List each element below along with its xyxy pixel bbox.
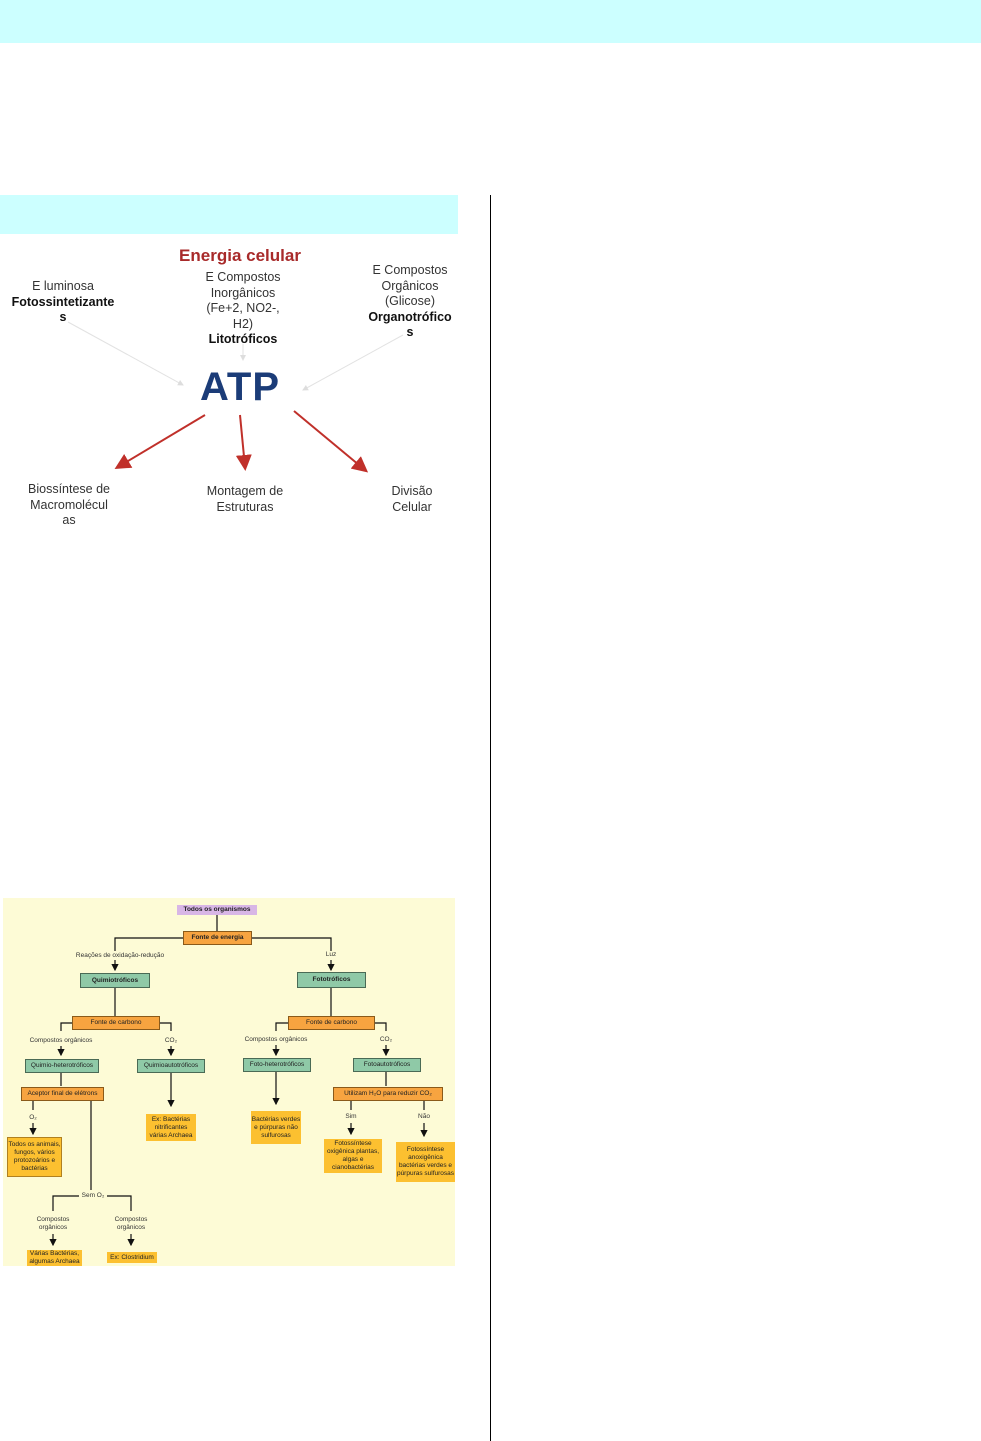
label-co2-right: CO₂ [379, 1036, 393, 1043]
label-organic-anaerobic-1: Compostos orgânicos [36, 1216, 70, 1231]
use-label: Celular [392, 499, 432, 514]
header-band [0, 0, 981, 43]
label-organic-right: Compostos orgânicos [244, 1036, 308, 1043]
label-no: Não [418, 1113, 430, 1120]
node-chemotrophs: Quimiotróficos [80, 973, 150, 988]
node-ex-animals: Todos os animais, fungos, vários protozo… [7, 1137, 62, 1177]
node-phototrophs: Fototróficos [297, 972, 366, 988]
node-final-acceptor: Aceptor final de elétrons [21, 1087, 104, 1101]
node-photoautotrophs: Fotoautotróficos [353, 1058, 421, 1072]
source-type: Organotrófico [368, 309, 452, 324]
node-all-organisms: Todos os organismos [177, 905, 257, 915]
source-label: (Glicose) [384, 294, 435, 308]
node-use-h2o: Utilizam H₂O para reduzir CO₂ [333, 1087, 443, 1101]
source-label: E Compostos [205, 270, 281, 284]
node-ex-green-purple: Bactérias verdes e púrpuras não sulfuros… [251, 1111, 301, 1144]
source-label: E luminosa [32, 279, 94, 293]
figure-title: Energia celular [179, 246, 301, 265]
use-label: Divisão [391, 484, 433, 498]
node-chemoautotrophs: Quimioautotróficos [137, 1059, 205, 1073]
source-light: E luminosa Fotossintetizante s [12, 279, 115, 326]
use-label: as [62, 513, 76, 527]
connectors-layer [29, 915, 428, 1247]
label-light: Luz [325, 951, 337, 958]
energia-celular-figure: Energia celular E luminosa Fotossintetiz… [3, 240, 458, 528]
use-label: Macromolécul [30, 497, 108, 512]
label-organic-left: Compostos orgânicos [29, 1037, 93, 1044]
node-ex-bacteria-archaea: Várias Bactérias, algumas Archaea [27, 1250, 82, 1266]
node-carbon-source-left: Fonte de carbono [72, 1016, 160, 1030]
atp-label: ATP [199, 365, 281, 409]
node-chemoheterotrophs: Quimio-heterotróficos [25, 1059, 99, 1073]
source-inorganic: E Compostos Inorgânicos (Fe+2, NO2-, H2)… [205, 270, 280, 348]
use-label: Biossíntese de [28, 482, 110, 496]
section-header-band [0, 195, 458, 234]
label-co2-left: CO₂ [164, 1037, 178, 1044]
label-redox: Reações de oxidação-redução [75, 952, 165, 959]
column-divider [490, 195, 491, 1441]
node-ex-nitrifying: Ex: Bactérias nitrificantes várias Archa… [146, 1114, 196, 1141]
label-organic-anaerobic-2: Compostos orgânicos [114, 1216, 148, 1231]
node-ex-clostridium: Ex: Clostridium [107, 1252, 157, 1263]
node-photoheterotrophs: Foto-heterotróficos [243, 1058, 311, 1072]
use-assembly: Montagem de Estruturas [207, 484, 283, 515]
source-label: H2) [232, 316, 254, 331]
node-energy-source: Fonte de energia [183, 931, 252, 945]
source-type-cont: s [59, 310, 67, 324]
source-type-cont: s [406, 325, 414, 339]
source-type: Fotossintetizante [11, 294, 115, 309]
arrow-atp-to-biosynthesis [114, 414, 206, 470]
source-type: Litotróficos [208, 332, 278, 346]
use-label: Montagem de [206, 484, 284, 498]
arrows-layer [67, 321, 404, 473]
source-organic: E Compostos Orgânicos (Glicose) Organotr… [368, 263, 451, 341]
source-label: E Compostos [372, 263, 448, 277]
node-ex-oxygenic: Fotossíntese oxigênica plantas, algas e … [324, 1139, 382, 1173]
metabolic-classification-figure: Todos os organismos Fonte de energia Rea… [3, 898, 455, 1266]
node-ex-anoxygenic: Fotossíntese anoxigênica bactérias verde… [396, 1142, 455, 1182]
node-carbon-source-right: Fonte de carbono [288, 1016, 375, 1030]
arrow-atp-to-assembly [235, 414, 252, 471]
source-label: Orgânicos [381, 278, 439, 293]
source-label: Inorgânicos [210, 285, 276, 300]
use-label: Estruturas [216, 499, 274, 514]
label-without-o2: Sem O₂ [79, 1192, 107, 1200]
arrow-light-to-atp [67, 321, 184, 386]
use-division: Divisão Celular [392, 484, 433, 515]
arrow-atp-to-division [293, 410, 369, 473]
source-label: (Fe+2, NO2-, [206, 301, 280, 315]
use-biosynthesis: Biossíntese de Macromolécul as [28, 482, 110, 529]
label-o2: O₂ [29, 1114, 37, 1121]
label-yes: Sim [345, 1113, 357, 1120]
arrow-organic-to-atp [302, 334, 404, 391]
